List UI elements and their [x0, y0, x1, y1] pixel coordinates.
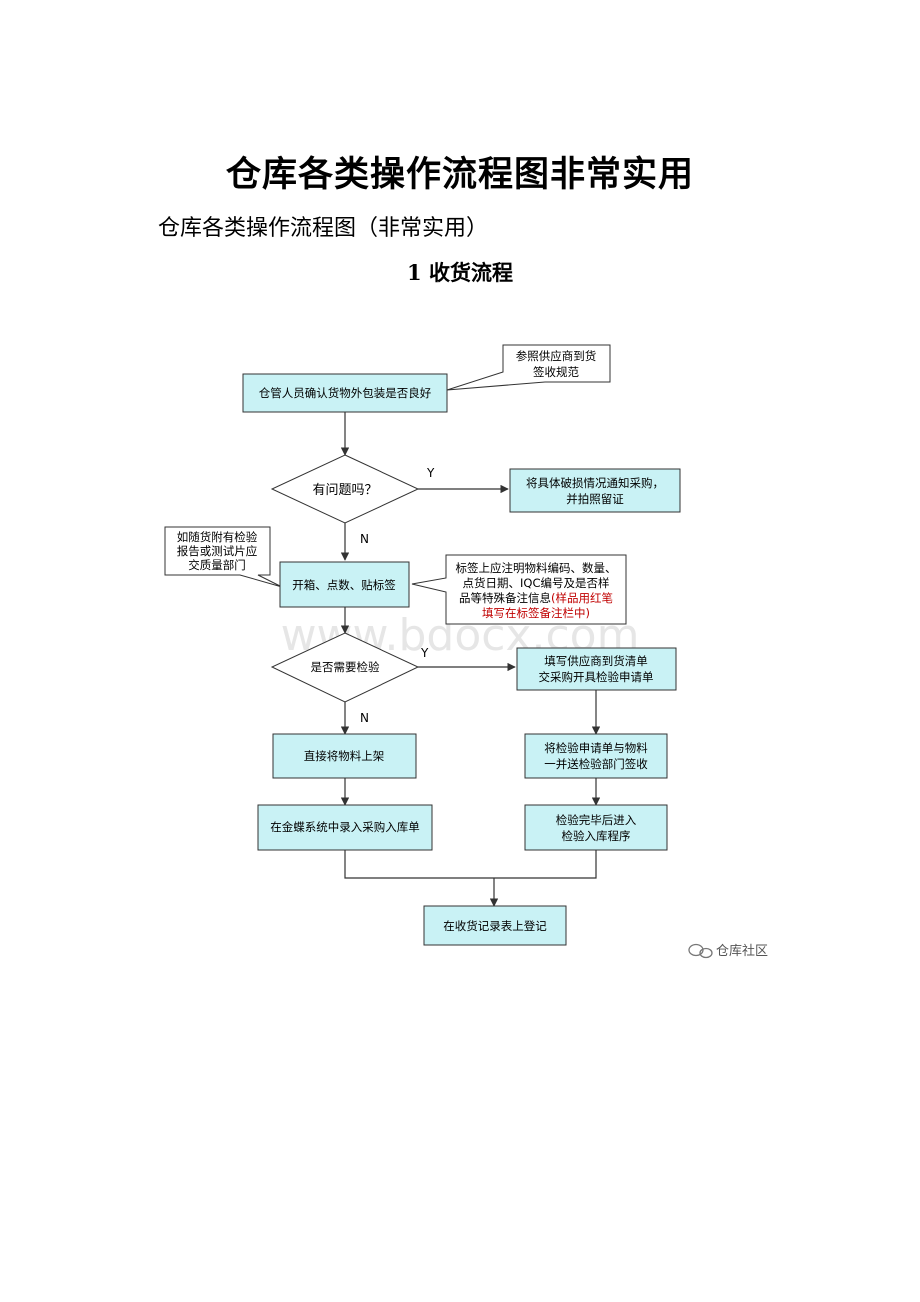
document-subtitle: 仓库各类操作流程图（非常实用）	[158, 216, 489, 241]
step-fill-list-line2: 交采购开具检验申请单	[539, 670, 654, 684]
section-heading: 1 收货流程	[407, 260, 513, 285]
step-kingdee-label: 在金蝶系统中录入采购入库单	[270, 820, 420, 834]
step-register: 在收货记录表上登记	[423, 905, 567, 946]
step-direct-shelf-label: 直接将物料上架	[304, 749, 385, 763]
step-after-inspection: 检验完毕后进入 检验入库程序	[524, 804, 668, 851]
callout-label-info: 标签上应注明物料编码、数量、 点货日期、IQC编号及是否样 品等特殊备注信息(样…	[411, 554, 627, 625]
step-send-inspect-line1: 将检验申请单与物料	[544, 741, 648, 755]
no-label-2: N	[360, 711, 369, 725]
callout-qc-line2: 报告或测试片应	[177, 544, 258, 558]
step-notify-purchase: 将具体破损情况通知采购， 并拍照留证	[509, 468, 681, 513]
step-after-inspect-line1: 检验完毕后进入	[556, 813, 637, 827]
step-kingdee-entry: 在金蝶系统中录入采购入库单	[257, 804, 433, 851]
step-direct-shelf: 直接将物料上架	[272, 733, 417, 779]
decision-problem-label: 有问题吗？	[312, 483, 377, 498]
yes-label-1: Y	[426, 466, 435, 480]
step-open-count-label-text: 开箱、点数、贴标签	[292, 578, 396, 592]
callout-label-line3-text: 品等特殊备注信息	[459, 591, 551, 605]
step-after-inspect-line2: 检验入库程序	[562, 829, 631, 843]
callout-label-line2: 点货日期、IQC编号及是否样	[463, 576, 610, 590]
chat-bubble-icon	[688, 943, 713, 959]
connectors	[340, 412, 601, 907]
step-send-inspection: 将检验申请单与物料 一并送检验部门签收	[524, 733, 668, 779]
callout-supplier-rule-line1: 参照供应商到货	[516, 349, 597, 363]
callout-qc-line3: 交质量部门	[188, 558, 246, 572]
step-confirm-packaging-label: 仓管人员确认货物外包装是否良好	[259, 386, 432, 400]
decision-inspection: 是否需要检验	[270, 632, 420, 703]
step-open-count-label: 开箱、点数、贴标签	[279, 561, 410, 608]
brand-name: 仓库社区	[716, 943, 768, 959]
yes-label-2: Y	[420, 646, 429, 660]
step-fill-supplier-list: 填写供应商到货清单 交采购开具检验申请单	[516, 647, 677, 691]
no-label-1: N	[360, 532, 369, 546]
callout-qc-line1: 如随货附有检验	[177, 530, 258, 544]
step-send-inspect-line2: 一并送检验部门签收	[544, 757, 648, 771]
callout-label-line3-red: (样品用红笔	[551, 591, 613, 605]
step-fill-list-line1: 填写供应商到货清单	[544, 654, 648, 668]
step-register-label: 在收货记录表上登记	[443, 919, 547, 933]
step-notify-purchase-line1: 将具体破损情况通知采购，	[526, 476, 664, 490]
callout-label-line4-red: 填写在标签备注栏中)	[482, 606, 590, 620]
callout-label-line1: 标签上应注明物料编码、数量、	[456, 561, 617, 575]
callout-supplier-rule-line2: 签收规范	[533, 365, 579, 379]
callout-qc-report: 如随货附有检验 报告或测试片应 交质量部门	[164, 526, 283, 588]
step-confirm-packaging: 仓管人员确认货物外包装是否良好	[242, 373, 448, 413]
decision-problem: 有问题吗？	[270, 454, 420, 524]
step-notify-purchase-line2: 并拍照留证	[566, 492, 624, 506]
brand-mark: 仓库社区	[688, 943, 768, 959]
decision-inspection-label: 是否需要检验	[311, 660, 380, 674]
page-title: 仓库各类操作流程图非常实用	[225, 154, 694, 195]
callout-supplier-rule: 参照供应商到货 签收规范	[446, 344, 611, 391]
callout-label-line3: 品等特殊备注信息(样品用红笔	[459, 591, 613, 605]
